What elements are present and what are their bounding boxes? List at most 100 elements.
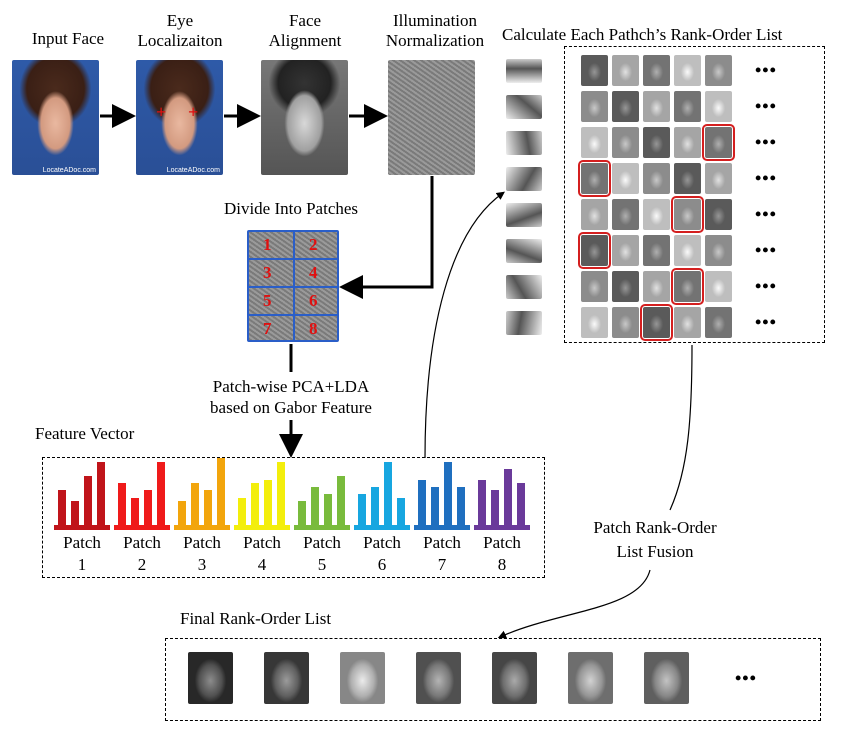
pca-lda-label: Patch-wise PCA+LDA based on Gabor Featur… xyxy=(210,377,372,417)
illumination-normalization-label: Illumination Normalization xyxy=(385,11,485,50)
feature-bar xyxy=(97,462,105,530)
rank-face-thumb xyxy=(674,55,701,86)
feature-bar xyxy=(238,498,246,530)
feature-baseline xyxy=(174,525,230,530)
patch-number: 5 xyxy=(263,291,272,310)
left-eye-marker-icon: + xyxy=(156,102,167,122)
feature-bar xyxy=(358,494,366,530)
patch-label: Patch xyxy=(183,533,221,552)
patch-number: 6 xyxy=(309,291,318,310)
rank-face-thumb xyxy=(581,271,608,302)
final-face-thumb xyxy=(416,652,461,704)
final-face-thumb xyxy=(188,652,233,704)
arrow-fusion-to-final xyxy=(497,569,651,639)
rank-face-thumb xyxy=(643,199,670,230)
feature-bar xyxy=(157,462,165,530)
patch-label: Patch xyxy=(243,533,281,552)
rank-face-thumb xyxy=(705,307,732,338)
patch-number: 8 xyxy=(309,319,318,338)
final-face-thumb xyxy=(264,652,309,704)
rank-face-thumb xyxy=(643,163,670,194)
rank-face-thumb xyxy=(674,163,701,194)
feature-baseline xyxy=(474,525,530,530)
feature-bar xyxy=(178,501,186,530)
rank-row-ellipsis: ••• xyxy=(755,240,777,260)
rank-face-thumb xyxy=(674,91,701,122)
feature-bar xyxy=(444,462,452,530)
rank-row-ellipsis: ••• xyxy=(755,312,777,332)
patch-label: Patch xyxy=(123,533,161,552)
feature-bar xyxy=(517,483,525,530)
final-face-thumb xyxy=(644,652,689,704)
feature-bar xyxy=(58,490,66,530)
final-face-thumb xyxy=(568,652,613,704)
patch-index: 4 xyxy=(257,555,267,574)
feature-bar xyxy=(311,487,319,530)
arrow-feature-to-rank xyxy=(424,191,505,459)
rank-face-thumb xyxy=(612,199,639,230)
patch-feature-group xyxy=(294,458,350,530)
patch-feature-group xyxy=(414,458,470,530)
patch-grid-image: 1 2 3 4 5 6 7 8 xyxy=(247,230,339,342)
right-eye-marker-icon: + xyxy=(188,102,199,122)
patch-crop xyxy=(506,203,542,227)
feature-bar xyxy=(191,483,199,530)
patch-crop xyxy=(506,167,542,191)
patch-number: 4 xyxy=(309,263,318,282)
rank-face-thumb xyxy=(643,235,670,266)
arrow-rank-to-fusion xyxy=(669,344,693,511)
rank-row-ellipsis: ••• xyxy=(755,96,777,116)
patch-feature-group xyxy=(54,458,110,530)
rank-face-thumb xyxy=(581,127,608,158)
rank-face-thumb xyxy=(612,235,639,266)
feature-bar xyxy=(384,462,392,530)
rank-face-thumb xyxy=(612,307,639,338)
patch-label: Patch xyxy=(423,533,461,552)
rank-face-thumb xyxy=(612,127,639,158)
rank-face-thumb xyxy=(578,232,611,269)
feature-baseline xyxy=(234,525,290,530)
normalized-face-image xyxy=(388,60,475,175)
patch-label: Patch xyxy=(483,533,521,552)
rank-face-thumb xyxy=(643,127,670,158)
feature-baseline xyxy=(354,525,410,530)
patch-label: Patch xyxy=(363,533,401,552)
patch-label: Patch xyxy=(303,533,341,552)
rank-row-ellipsis: ••• xyxy=(755,168,777,188)
rank-face-thumb xyxy=(612,271,639,302)
feature-bar xyxy=(204,490,212,530)
feature-bar xyxy=(431,487,439,530)
patch-crop xyxy=(506,131,542,155)
patch-number: 3 xyxy=(263,263,272,282)
final-face-thumb xyxy=(492,652,537,704)
feature-bar xyxy=(264,480,272,530)
patch-crop xyxy=(506,311,542,335)
feature-baseline xyxy=(294,525,350,530)
patch-index: 2 xyxy=(137,555,147,574)
patch-crop xyxy=(506,95,542,119)
rank-list-box xyxy=(564,46,825,343)
rank-face-thumb xyxy=(705,91,732,122)
patch-feature-group xyxy=(474,458,530,530)
feature-bar xyxy=(324,494,332,530)
rank-face-thumb xyxy=(581,55,608,86)
patch-index: 6 xyxy=(377,555,387,574)
rank-face-thumb xyxy=(643,271,670,302)
patch-index: 5 xyxy=(317,555,327,574)
feature-bar xyxy=(118,483,126,530)
watermark-text: LocateADoc.com xyxy=(42,167,96,174)
feature-bar xyxy=(371,487,379,530)
patch-label: Patch xyxy=(63,533,101,552)
patch-number: 2 xyxy=(309,235,318,254)
rank-face-thumb xyxy=(705,163,732,194)
rank-face-thumb xyxy=(674,127,701,158)
patch-index: 8 xyxy=(497,555,507,574)
final-list-box xyxy=(165,638,821,721)
final-list-label: Final Rank-Order List xyxy=(180,609,332,628)
feature-bar xyxy=(397,498,405,530)
feature-bar xyxy=(298,501,306,530)
eye-localized-face-image: + + LocateADoc.com xyxy=(136,60,223,175)
feature-bar xyxy=(504,469,512,530)
rank-face-thumb xyxy=(643,55,670,86)
rank-face-thumb xyxy=(612,55,639,86)
